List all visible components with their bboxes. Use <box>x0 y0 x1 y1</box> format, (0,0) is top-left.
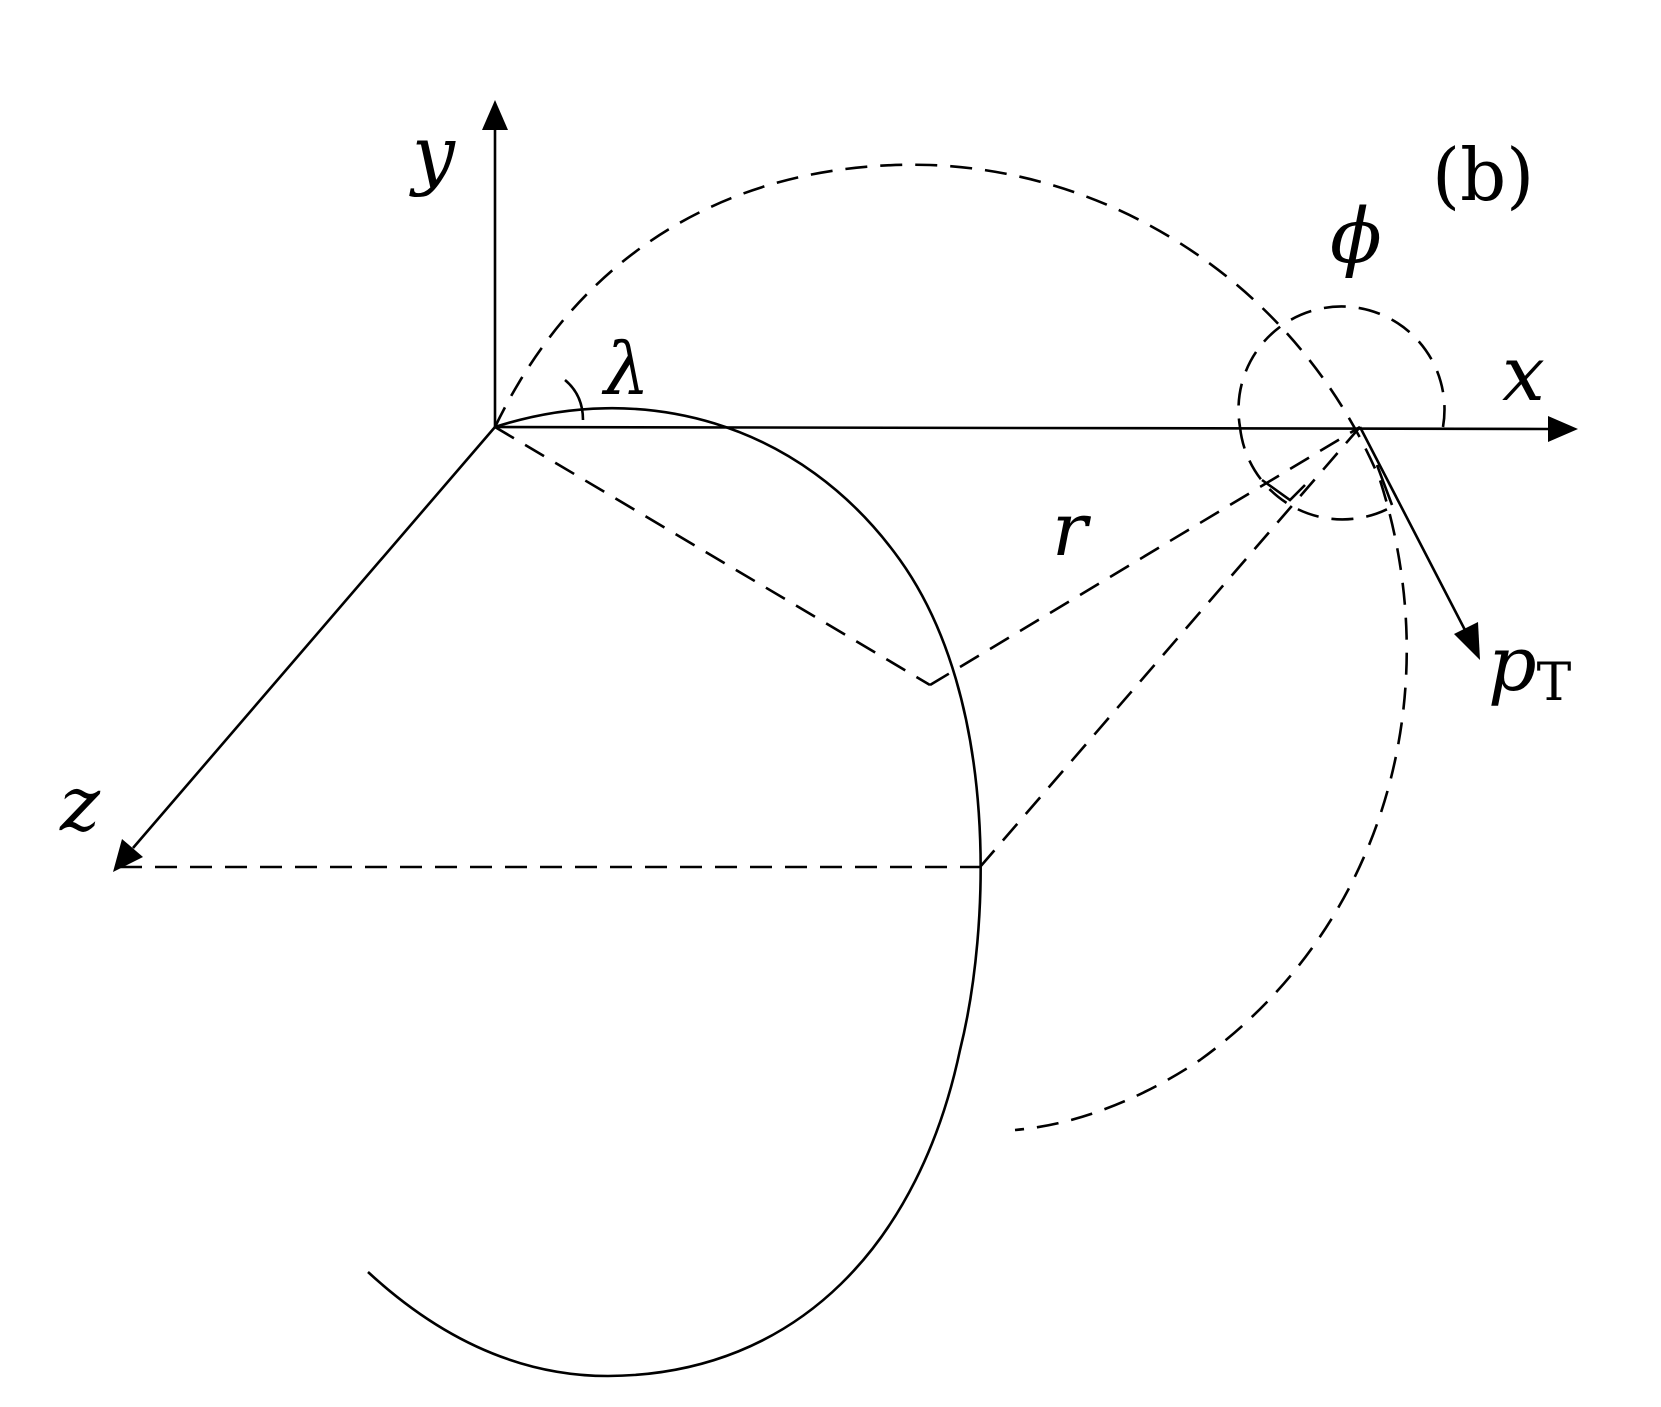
pt-vector <box>1358 426 1468 633</box>
z-axis-arrowhead <box>113 839 143 872</box>
pt-subscript: T <box>1537 653 1572 713</box>
radius-line-b <box>929 425 1361 687</box>
z-axis <box>132 426 496 849</box>
pt-symbol: p <box>1488 619 1537 708</box>
x-axis-label: x <box>1502 329 1545 418</box>
lambda-angle-arc <box>564 379 585 421</box>
z-axis-label: z <box>59 759 101 848</box>
x-axis <box>494 425 1549 431</box>
pt-label: pT <box>1488 619 1572 713</box>
projection-line-diag <box>979 426 1361 868</box>
y-axis-label: y <box>409 109 456 198</box>
y-axis-arrowhead <box>482 100 508 130</box>
right-angle-mark <box>1261 478 1306 502</box>
projected-circle <box>493 163 1409 1132</box>
x-axis-arrowhead <box>1548 416 1578 442</box>
radius-label: r <box>1052 487 1092 573</box>
lambda-label: λ <box>601 327 650 411</box>
panel-label: (b) <box>1432 133 1534 217</box>
radius-line-a <box>494 425 931 687</box>
pt-angle-tick <box>1375 464 1394 506</box>
phi-angle-circle <box>1237 305 1446 521</box>
phi-label: ϕ <box>1330 191 1382 280</box>
helix-trajectory <box>367 406 982 1378</box>
pt-vector-arrowhead <box>1454 622 1480 660</box>
